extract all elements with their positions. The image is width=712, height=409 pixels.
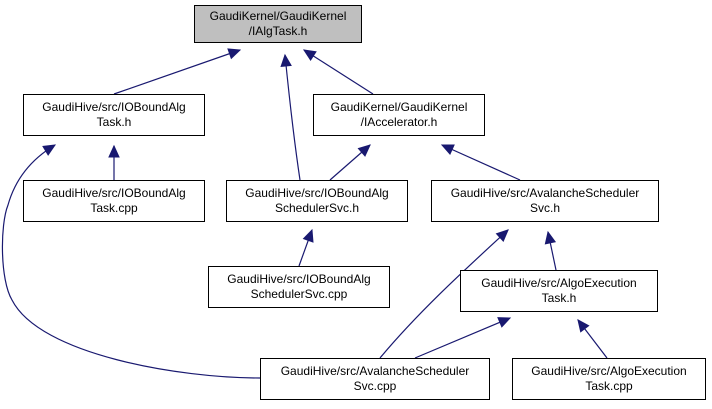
edge-arrowhead (577, 319, 590, 333)
edge-ioboundalgtask_cpp-to-ioboundalgtask_h (108, 144, 120, 180)
edge-avalanchescheduler_cpp-to-algoexecutiontask_h (414, 317, 512, 359)
node-label-line: GaudiHive/src/IOBoundAlg (42, 100, 186, 114)
edge-line (379, 229, 509, 359)
edge-arrowhead (227, 48, 242, 60)
edge-iaccelerator_h-to-ialgtask (302, 49, 374, 95)
edge-line (303, 49, 374, 95)
edge-ioboundalgschedulersvc_cpp-to-ioboundalgschedulersvc_h (298, 228, 314, 267)
edge-arrowhead (42, 144, 57, 156)
edge-avalanchescheduler_h-to-iaccelerator_h (440, 144, 521, 181)
node-label-line: GaudiHive/src/IOBoundAlg (245, 186, 389, 200)
node-label-line: GaudiHive/src/AvalancheScheduler (450, 186, 640, 200)
node-label-line: GaudiHive/src/IOBoundAlg (42, 186, 186, 200)
edge-avalanchescheduler_cpp-to-ioboundalgtask_h (1, 144, 261, 379)
node-label-line: GaudiHive/src/AlgoExecution (531, 364, 687, 378)
node-label-line: GaudiKernel/GaudiKernel (330, 100, 468, 114)
edge-line (1, 144, 261, 379)
edge-line (113, 49, 241, 95)
edge-arrowhead (302, 49, 317, 62)
edge-arrowhead (440, 144, 455, 155)
edge-arrowhead (495, 229, 509, 243)
node-label-line: GaudiKernel/GaudiKernel (209, 9, 347, 23)
edge-line (414, 317, 511, 359)
edge-arrowhead (357, 144, 371, 157)
edge-algoexecutiontask_h-to-avalanchescheduler_h (544, 230, 557, 271)
node-label-line: GaudiHive/src/AlgoExecution (481, 276, 637, 290)
node-label-line: GaudiHive/src/AvalancheScheduler (280, 364, 470, 378)
node-iaccelerator-h[interactable]: GaudiKernel/GaudiKernel/IAccelerator.h (313, 94, 485, 136)
edge-arrowhead (108, 144, 120, 158)
edge-ioboundalgschedulersvc_h-to-ialgtask (280, 53, 301, 181)
edge-arrowhead (544, 230, 557, 245)
node-label-line: Svc.h (529, 201, 560, 215)
node-label-line: Task.h (541, 291, 577, 305)
edge-arrowhead (302, 228, 314, 243)
node-label-line: Task.cpp (585, 379, 633, 393)
node-ialgtask[interactable]: GaudiKernel/GaudiKernel/IAlgTask.h (194, 5, 362, 43)
edge-avalanchescheduler_cpp-to-avalanchescheduler_h (379, 229, 509, 359)
edge-ioboundalgschedulersvc_h-to-iaccelerator_h (329, 144, 371, 181)
node-label-line: Task.h (96, 115, 132, 129)
node-label-line: SchedulerSvc.h (274, 201, 360, 215)
edge-ioboundalgtask_h-to-ialgtask (113, 48, 242, 95)
edge-line (441, 144, 521, 181)
node-label-line: /IAccelerator.h (360, 115, 438, 129)
node-label-line: GaudiHive/src/IOBoundAlg (227, 272, 371, 286)
node-label-line: /IAlgTask.h (248, 24, 308, 38)
node-label-line: Svc.cpp (353, 379, 397, 393)
node-label-line: Task.cpp (90, 201, 138, 215)
edge-line (284, 54, 301, 181)
node-label-line: SchedulerSvc.cpp (250, 287, 348, 301)
edge-algoexecutiontask_cpp-to-algoexecutiontask_h (577, 319, 608, 359)
edge-arrowhead (280, 53, 292, 68)
edge-arrowhead (497, 317, 512, 328)
